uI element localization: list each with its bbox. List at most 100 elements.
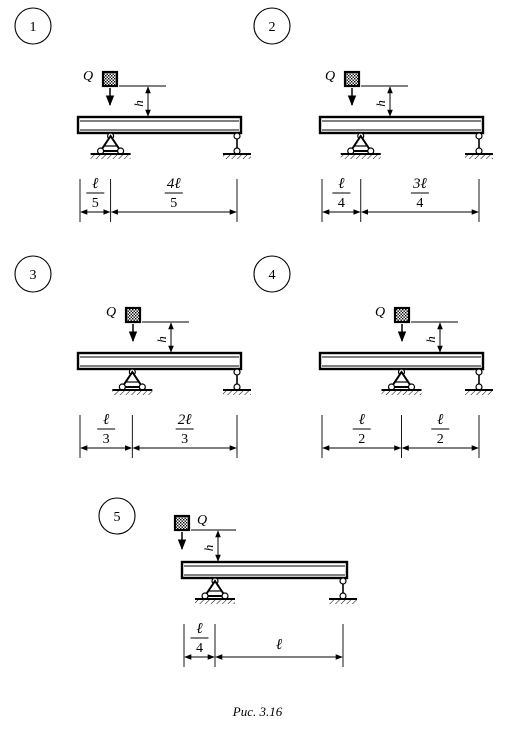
load-label-q: Q [325,69,335,84]
ground-hatch [329,600,357,604]
falling-weight: Q [106,305,142,343]
support-triangle [348,134,373,152]
falling-weight: Q [325,69,361,107]
load-label-q: Q [375,305,385,320]
falling-weight: Q [375,305,411,343]
left-span-numerator: ℓ [338,176,344,192]
left-span-label: ℓ2 [352,412,371,447]
weight-block [393,306,411,324]
support-triangle [389,370,414,388]
scheme-number-circle [253,255,291,293]
falling-weight: Q [173,513,207,551]
ground-hatch [112,391,153,395]
right-span-denominator: 3 [181,432,188,447]
right-span-label: 2ℓ3 [175,412,194,447]
load-label-q: Q [83,69,93,84]
right-span-denominator: 5 [170,196,177,211]
ground-hatch [195,600,235,604]
height-label-h: h [154,336,169,343]
right-span-numerator: 3ℓ [412,176,427,192]
scheme-number-circle [253,7,291,45]
right-span-label: 3ℓ4 [410,176,429,211]
right-span-numerator: 4ℓ [167,176,181,192]
scheme-number-circle [14,255,52,293]
support-triangle [203,579,227,597]
beam [76,351,243,371]
roller-support [329,577,357,604]
right-span-numerator: 2ℓ [178,412,192,428]
beam [318,115,485,135]
roller-support [465,368,493,395]
weight-block [101,70,119,88]
ground-hatch [223,155,251,159]
right-span-numerator: ℓ [437,412,443,428]
ground-hatch [381,391,422,395]
ground-hatch [465,155,493,159]
roller-support [223,368,251,395]
support-triangle [98,134,123,152]
left-span-denominator: 4 [338,196,345,211]
right-span-label: ℓ2 [431,412,450,447]
pinned-support [112,368,153,395]
scheme-number-circle [14,7,52,45]
pinned-support [195,577,235,604]
load-label-q: Q [197,513,207,528]
pinned-support [381,368,422,395]
left-span-denominator: 3 [103,432,110,447]
left-span-numerator: ℓ [92,176,98,192]
weight-block [343,70,361,88]
left-span-label: ℓ3 [97,412,116,447]
right-span-denominator: 4 [416,196,423,211]
scheme-number: 2 [269,20,276,35]
height-label-h: h [423,336,438,343]
figure-caption: Рис. 3.16 [232,704,283,719]
right-span-denominator: 2 [437,432,444,447]
beam [318,351,485,371]
weight-block [173,514,191,532]
scheme-number: 5 [114,510,121,525]
left-span-label: ℓ4 [190,621,209,656]
right-span-label: ℓ [276,637,282,653]
left-span-numerator: ℓ [103,412,109,428]
ground-hatch [223,391,251,395]
right-span-numerator: ℓ [276,637,282,653]
roller-support [465,132,493,159]
left-span-label: ℓ5 [86,176,105,211]
load-label-q: Q [106,305,116,320]
support-triangle [120,370,145,388]
left-span-numerator: ℓ [359,412,365,428]
scheme-number: 1 [30,20,37,35]
height-label-h: h [201,545,216,552]
weight-block [124,306,142,324]
hinge [475,132,483,140]
scheme-number: 3 [30,268,37,283]
pinned-support [340,132,381,159]
left-span-denominator: 5 [92,196,99,211]
ground-hatch [465,391,493,395]
scheme-number: 4 [269,268,276,283]
pinned-support [90,132,131,159]
left-span-denominator: 4 [196,641,203,656]
left-span-denominator: 2 [358,432,365,447]
beam [180,560,349,580]
left-span-label: ℓ4 [332,176,351,211]
hinge [233,132,241,140]
hinge [233,368,241,376]
left-span-numerator: ℓ [196,621,202,637]
ground-hatch [340,155,381,159]
ground-hatch [90,155,131,159]
falling-weight: Q [83,69,119,107]
hinge [475,368,483,376]
roller-support [223,132,251,159]
right-span-label: 4ℓ5 [164,176,183,211]
hinge [339,577,347,585]
scheme-number-circle [98,497,136,535]
height-label-h: h [373,100,388,107]
